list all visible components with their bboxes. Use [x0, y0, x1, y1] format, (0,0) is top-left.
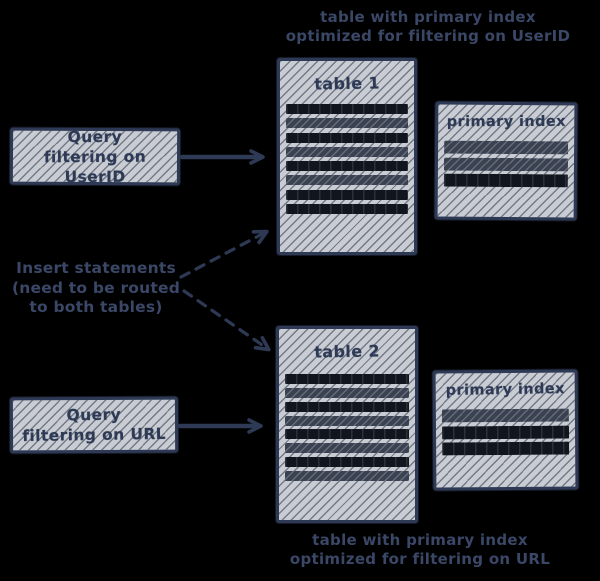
table-row-bar [286, 175, 408, 186]
table-row-bar [286, 189, 408, 200]
primary-index2-rows [441, 408, 570, 456]
table-row-bar [286, 118, 408, 129]
insert-to-table1-dashed-arrow [179, 229, 269, 279]
table-row-bar [285, 429, 409, 440]
primary-index1-rows [443, 140, 569, 188]
table1-title: table 1 [314, 73, 381, 94]
insert-to-table2-dashed-arrow [182, 289, 271, 352]
caption-table1-line2: optimized for filtering on UserID [285, 26, 571, 45]
table-row-bar [285, 401, 409, 412]
primary-index2-title: primary index [445, 381, 565, 399]
table1-rows [286, 104, 408, 214]
insert-note-line2: (need to be routed [11, 278, 181, 297]
table-row-bar [443, 157, 569, 171]
caption-table2-line2: optimized for filtering on URL [289, 549, 551, 568]
table-row-bar [286, 104, 408, 114]
table-row-bar [441, 425, 570, 439]
table-row-bar [286, 203, 408, 214]
insert-note: Insert statements (need to be routed to … [0, 259, 192, 318]
table2-rows [285, 374, 409, 481]
table-row-bar [285, 387, 409, 398]
table1-box: table 1 [277, 58, 417, 255]
query-userid-box: Query filtering on UserID [9, 126, 181, 187]
query-userid-line2: filtering on UserID [43, 147, 147, 186]
primary-index1-title: primary index [446, 113, 566, 131]
query-url-line1: Query [66, 405, 122, 425]
table-row-bar [286, 146, 408, 157]
table-row-bar [442, 441, 570, 456]
table-row-bar [285, 374, 409, 384]
caption-table1: table with primary index optimized for f… [258, 8, 598, 45]
primary-index2-box: primary index [432, 369, 579, 491]
table-row-bar [286, 132, 408, 143]
table2-title: table 2 [314, 341, 381, 362]
caption-table2-line1: table with primary index [312, 531, 528, 549]
insert-note-line1: Insert statements [16, 259, 176, 277]
query-url-label: Query filtering on URL [13, 404, 176, 447]
primary-index1-box: primary index [434, 101, 578, 221]
query-userid-line1: Query [67, 127, 123, 146]
table-row-bar [444, 140, 569, 155]
query-userid-label: Query filtering on UserID [13, 126, 177, 187]
query-url-line2: filtering on URL [22, 424, 167, 446]
table-row-bar [285, 470, 409, 481]
table-row-bar [285, 443, 409, 454]
table-row-bar [441, 408, 569, 423]
caption-table2: table with primary index optimized for f… [250, 531, 590, 568]
insert-note-line3: to both tables) [29, 298, 163, 316]
caption-table1-line1: table with primary index [320, 8, 536, 26]
query-url-box: Query filtering on URL [9, 396, 179, 454]
table-row-bar [285, 457, 409, 468]
table-row-bar [285, 415, 409, 426]
table2-box: table 2 [276, 326, 418, 523]
table-row-bar [443, 173, 568, 188]
table-row-bar [286, 161, 408, 172]
